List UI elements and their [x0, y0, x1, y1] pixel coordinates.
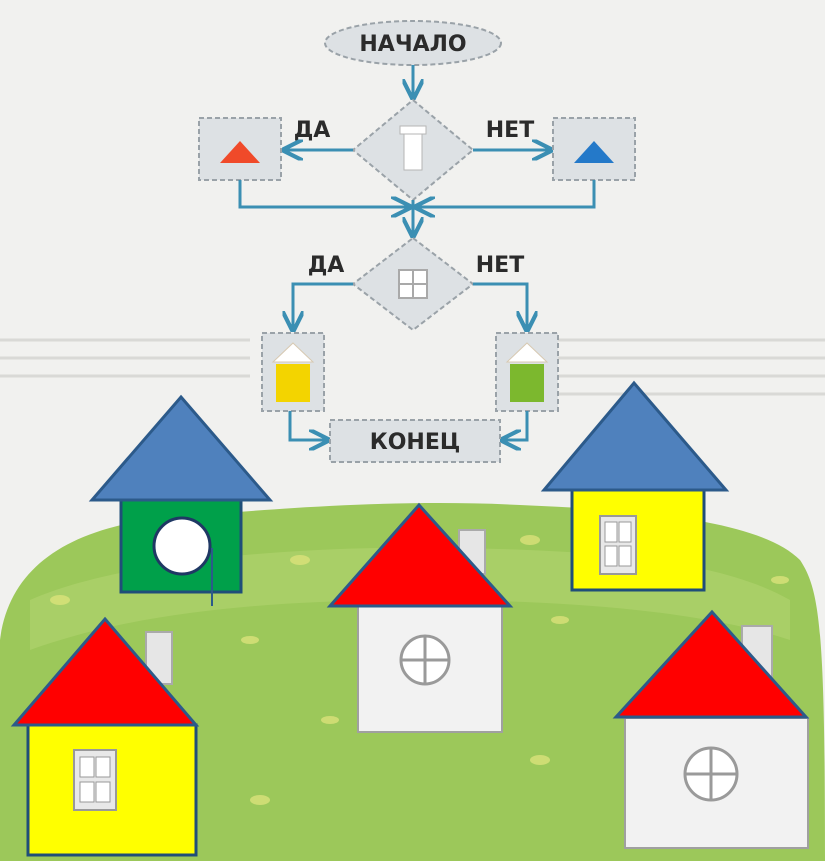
house-white-red-roof-right — [612, 609, 810, 849]
house-4-roof — [10, 616, 200, 727]
start-terminator — [324, 20, 502, 66]
arrow-decision-2-no — [473, 282, 527, 330]
faint-text-lines — [0, 338, 825, 396]
chimney-icon — [399, 125, 427, 171]
green-house-wall-icon — [510, 364, 544, 402]
process-box-red-triangle — [198, 117, 282, 181]
grass-tufts — [50, 535, 789, 805]
house-2-roof — [326, 502, 514, 608]
arrow-merge-right-1 — [416, 180, 596, 207]
house-5-roof — [612, 609, 810, 719]
green-house-roof-icon — [505, 342, 549, 363]
yellow-house-wall-icon — [276, 364, 310, 402]
house-3-wall — [570, 488, 706, 592]
decision-2-yes-label: ДА — [308, 253, 345, 278]
house-white-red-roof-center — [326, 502, 514, 733]
decision-2-no-label: НЕТ — [476, 253, 524, 278]
house-3-roof — [540, 380, 730, 492]
arrow-green-to-end — [502, 411, 529, 440]
end-label: КОНЕЦ — [370, 430, 461, 455]
decision-1-yes-label: ДА — [294, 118, 331, 143]
arrow-yellow-to-end — [288, 411, 328, 440]
house-yellow-red-roof — [10, 616, 200, 857]
square-window-icon — [398, 269, 428, 299]
arrow-decision-2-yes — [293, 282, 353, 330]
round-window-icon — [152, 516, 212, 576]
house-yellow-blue-roof — [540, 380, 730, 592]
red-triangle-icon — [220, 141, 260, 163]
round-cross-window-icon — [399, 634, 451, 686]
house-green-blue-roof — [88, 394, 274, 606]
yellow-house-roof-icon — [271, 342, 315, 363]
house-1-roof — [88, 394, 274, 502]
arrow-merge-left-1 — [238, 180, 410, 207]
square-window-icon — [73, 749, 117, 811]
decision-1-no-label: НЕТ — [486, 118, 534, 143]
start-label: НАЧАЛО — [359, 32, 466, 57]
square-window-icon — [599, 515, 637, 575]
end-terminator — [329, 419, 501, 463]
blue-triangle-icon — [574, 141, 614, 163]
round-cross-window-icon — [683, 746, 739, 802]
